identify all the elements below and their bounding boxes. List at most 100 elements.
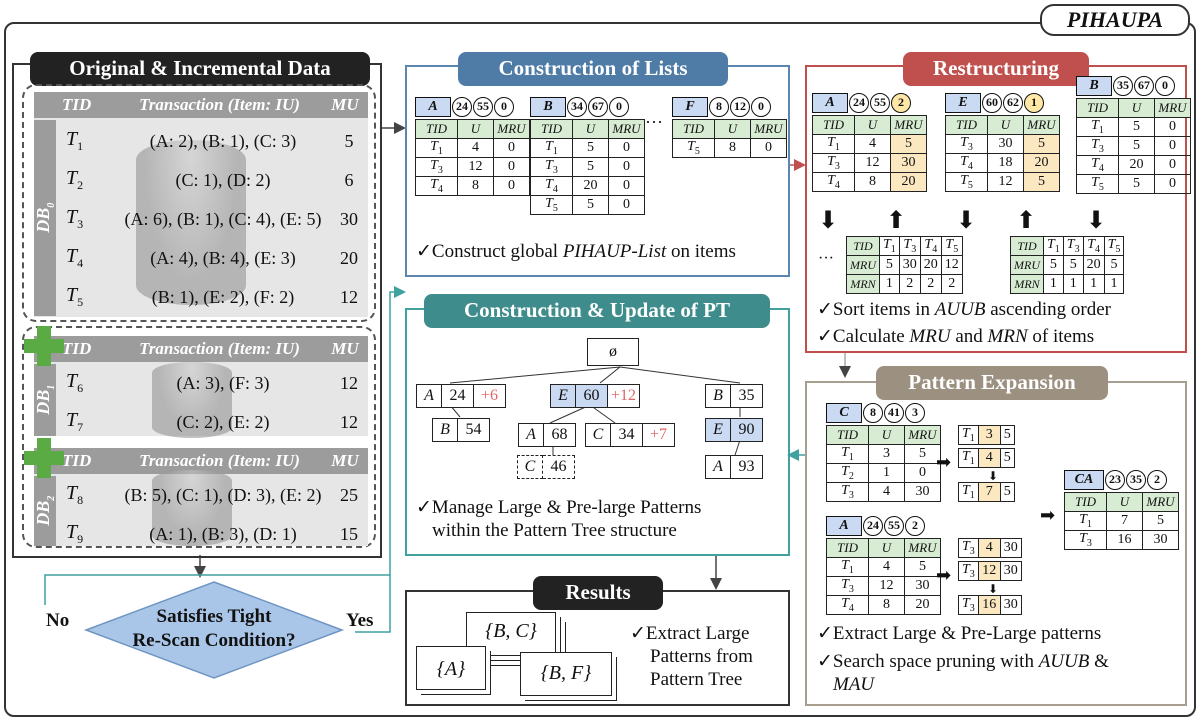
list-mru: 30 <box>1142 530 1179 550</box>
list-mru: 5 <box>890 134 927 154</box>
db-tid: T9 <box>66 521 84 546</box>
list-u: 1 <box>868 463 905 483</box>
mrn-head: MRN <box>1010 274 1044 294</box>
list-stat-circle: 67 <box>1134 76 1154 96</box>
list-item-name: B <box>1076 76 1112 96</box>
merge-u: 4 <box>977 538 1001 558</box>
tid-sub: 3 <box>1086 537 1092 549</box>
db-tid: T1 <box>66 128 84 153</box>
restr-note-2: ✓Calculate MRU and MRN of items <box>817 326 1095 347</box>
tid-sub: 4 <box>1098 162 1104 174</box>
list-col: U <box>572 119 609 139</box>
db-mu: 15 <box>340 523 358 544</box>
db-row: T7(C: 2), (E: 2)12 <box>60 403 368 441</box>
db-tid-sub: 5 <box>77 295 84 309</box>
restr-note-1: ✓Sort items in AUUB ascending order <box>817 299 1112 320</box>
db-mu: 25 <box>340 484 358 505</box>
list-col: MRU <box>904 538 941 558</box>
list-u: 5 <box>572 138 609 158</box>
list-col: MRU <box>493 119 530 139</box>
list-u: 7 <box>1106 511 1143 531</box>
list-mru: 0 <box>608 195 645 215</box>
tid-cell: T5 <box>945 172 988 192</box>
db1-cylinder-icon <box>152 362 232 438</box>
list-u: 8 <box>457 176 494 196</box>
tid-letter: T <box>960 135 968 151</box>
tid-sub: 3 <box>834 160 840 172</box>
tid-sub: 4 <box>834 179 840 191</box>
db-row: T2(C: 1), (D: 2)6 <box>60 161 368 199</box>
list-u: 4 <box>854 134 891 154</box>
tid-cell: T3 <box>530 157 573 177</box>
pt-value: 60 <box>576 384 608 408</box>
col-transaction: Transaction (Item: IU) <box>139 451 300 470</box>
db-row: T6(A: 3), (F: 3)12 <box>60 364 368 402</box>
tid-letter: T <box>827 154 835 170</box>
pt-item: C <box>517 455 543 479</box>
tid-cell: T4 <box>1082 236 1105 256</box>
db-mu: 12 <box>340 411 358 432</box>
list-item-name: E <box>945 93 981 113</box>
tid-letter: T <box>962 426 970 442</box>
list-col: TID <box>530 119 573 139</box>
db-transaction: (A: 4), (B: 4), (E: 3) <box>150 247 296 268</box>
list-mru: 20 <box>1023 153 1060 173</box>
tid-cell: T3 <box>1064 530 1107 550</box>
list-stat-circle: 34 <box>567 97 587 117</box>
pt-delta: +6 <box>474 384 506 408</box>
tid-sub: 4 <box>848 602 854 614</box>
tid-letter: T <box>545 177 553 193</box>
db-row: T3(A: 6), (B: 1), (C: 4), (E: 5)30 <box>60 200 368 238</box>
arrow-down-icon: ⬇ <box>988 582 999 596</box>
lists-header: Construction of Lists <box>458 52 728 86</box>
pt-value: 54 <box>458 418 490 442</box>
db-tid: T8 <box>66 482 84 507</box>
tid-sub: 5 <box>953 243 959 255</box>
tid-sub: 3 <box>1098 143 1104 155</box>
col-mu: MU <box>331 339 359 358</box>
list-col: TID <box>1076 98 1119 118</box>
tid-sub: 4 <box>1094 243 1100 255</box>
db-tid-sub: 8 <box>77 493 84 507</box>
list-mru: 0 <box>608 138 645 158</box>
tid-letter: T <box>962 562 970 578</box>
tid-cell: T1 <box>958 448 979 468</box>
tid-sub: 1 <box>1086 518 1092 530</box>
list-mru: 20 <box>890 172 927 192</box>
arrow-right-icon: ➡ <box>936 452 952 472</box>
result-card-stack: {B, C} {A} {B, F} <box>416 612 626 702</box>
db-tid: T4 <box>66 245 84 270</box>
tid-cell: T1 <box>1076 117 1119 137</box>
list-mru: 30 <box>890 153 927 173</box>
list-u: 20 <box>572 176 609 196</box>
tid-cell: T1 <box>826 557 869 577</box>
db-tid: T2 <box>66 167 84 192</box>
list-stat-circle: 62 <box>1003 93 1023 113</box>
tid-sub: 5 <box>967 179 973 191</box>
tid-cell: T5 <box>530 195 573 215</box>
mrn-val: 1 <box>1043 274 1064 294</box>
tid-cell: T3 <box>1076 136 1119 156</box>
list-stat-circle: 55 <box>473 97 493 117</box>
arrow-up-icon: ⬆ <box>1016 208 1037 234</box>
tid-sub: 1 <box>969 489 975 501</box>
